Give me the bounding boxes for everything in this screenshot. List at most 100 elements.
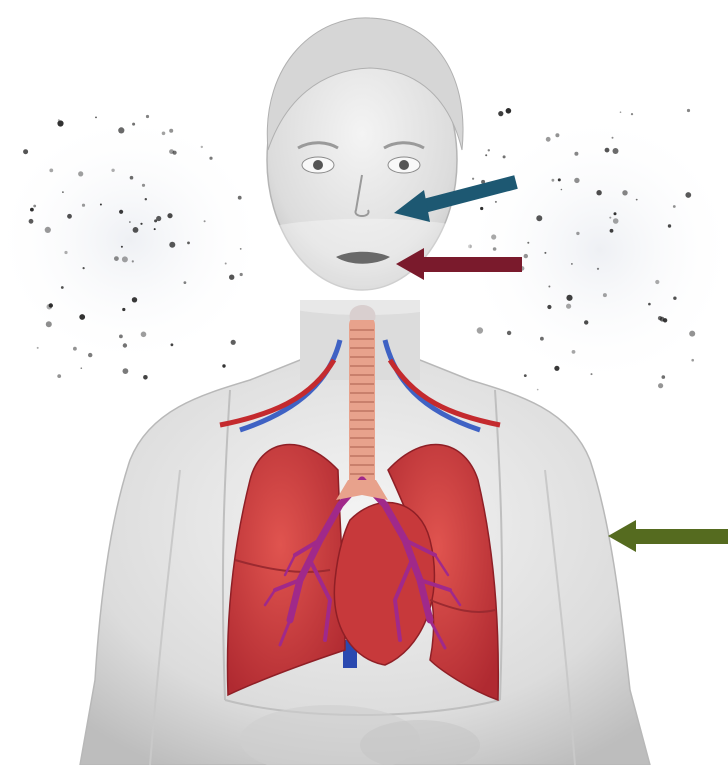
particle bbox=[132, 123, 135, 126]
particle bbox=[132, 260, 134, 262]
particle bbox=[169, 149, 174, 154]
particle bbox=[133, 227, 139, 233]
particle bbox=[123, 368, 129, 374]
particle bbox=[78, 171, 83, 176]
particle bbox=[537, 389, 539, 391]
particle bbox=[613, 218, 619, 224]
particle bbox=[498, 111, 503, 116]
particle bbox=[685, 192, 691, 198]
particle bbox=[614, 212, 617, 215]
trachea bbox=[349, 305, 375, 490]
particle bbox=[561, 189, 563, 191]
particle bbox=[597, 268, 599, 270]
particle bbox=[81, 367, 83, 369]
particle bbox=[142, 184, 145, 187]
particle bbox=[507, 331, 511, 335]
particle bbox=[146, 115, 149, 118]
particle bbox=[30, 208, 34, 212]
particle bbox=[477, 327, 483, 333]
particle bbox=[524, 374, 527, 377]
particle bbox=[169, 129, 173, 133]
particle bbox=[167, 213, 172, 218]
particle bbox=[45, 227, 51, 233]
particle bbox=[187, 242, 190, 245]
particle bbox=[240, 248, 242, 250]
particle bbox=[238, 196, 242, 200]
particle bbox=[121, 246, 123, 248]
particle bbox=[67, 214, 72, 219]
particle bbox=[169, 242, 175, 248]
particle bbox=[79, 314, 85, 320]
particle bbox=[547, 305, 551, 309]
particle bbox=[558, 178, 561, 181]
particle bbox=[622, 190, 627, 195]
particle bbox=[201, 146, 203, 148]
particle bbox=[122, 308, 125, 311]
particle bbox=[231, 340, 236, 345]
particle bbox=[662, 375, 666, 379]
particle bbox=[485, 154, 487, 156]
particle bbox=[171, 343, 174, 346]
particle bbox=[145, 198, 147, 200]
particle bbox=[603, 293, 607, 297]
particle bbox=[605, 148, 610, 153]
particle bbox=[88, 353, 92, 357]
particle bbox=[140, 223, 142, 225]
particle bbox=[73, 347, 77, 351]
particle bbox=[691, 359, 694, 362]
particle bbox=[64, 251, 67, 254]
particle bbox=[100, 204, 102, 206]
particle bbox=[687, 109, 690, 112]
particle bbox=[610, 229, 614, 233]
particle bbox=[596, 190, 601, 195]
particle bbox=[46, 321, 52, 327]
particle bbox=[154, 228, 156, 230]
particle bbox=[95, 117, 97, 119]
particle bbox=[552, 179, 555, 182]
particle bbox=[57, 120, 63, 126]
particle bbox=[554, 366, 559, 371]
particle bbox=[576, 232, 579, 235]
particle bbox=[143, 375, 148, 380]
particle bbox=[37, 347, 39, 349]
particle bbox=[527, 242, 529, 244]
particle bbox=[636, 199, 638, 201]
particle bbox=[495, 201, 497, 203]
particle bbox=[130, 176, 134, 180]
particle bbox=[29, 219, 34, 224]
particle bbox=[648, 303, 651, 306]
particle bbox=[480, 207, 483, 210]
particle bbox=[33, 205, 36, 208]
particle bbox=[240, 273, 243, 276]
particle bbox=[493, 247, 497, 251]
particle bbox=[574, 152, 578, 156]
particle bbox=[488, 149, 490, 151]
particle bbox=[503, 155, 506, 158]
particle bbox=[660, 317, 665, 322]
particle bbox=[82, 204, 85, 207]
particle bbox=[612, 137, 614, 139]
particle bbox=[62, 191, 64, 193]
particle bbox=[673, 205, 676, 208]
particle bbox=[572, 350, 576, 354]
particle bbox=[156, 216, 161, 221]
particle bbox=[49, 169, 53, 173]
particle bbox=[506, 108, 512, 114]
particle bbox=[204, 220, 206, 222]
particle bbox=[613, 148, 619, 154]
particle bbox=[122, 256, 128, 262]
particle bbox=[566, 304, 571, 309]
particle bbox=[536, 215, 542, 221]
particle bbox=[673, 297, 676, 300]
skin-arrow bbox=[608, 520, 728, 552]
particle bbox=[566, 295, 572, 301]
particle bbox=[609, 217, 611, 219]
particle bbox=[61, 286, 64, 289]
particle bbox=[49, 303, 53, 307]
particle bbox=[114, 256, 119, 261]
particle bbox=[162, 132, 166, 136]
particle bbox=[119, 210, 123, 214]
particle bbox=[184, 281, 187, 284]
particle bbox=[591, 373, 593, 375]
